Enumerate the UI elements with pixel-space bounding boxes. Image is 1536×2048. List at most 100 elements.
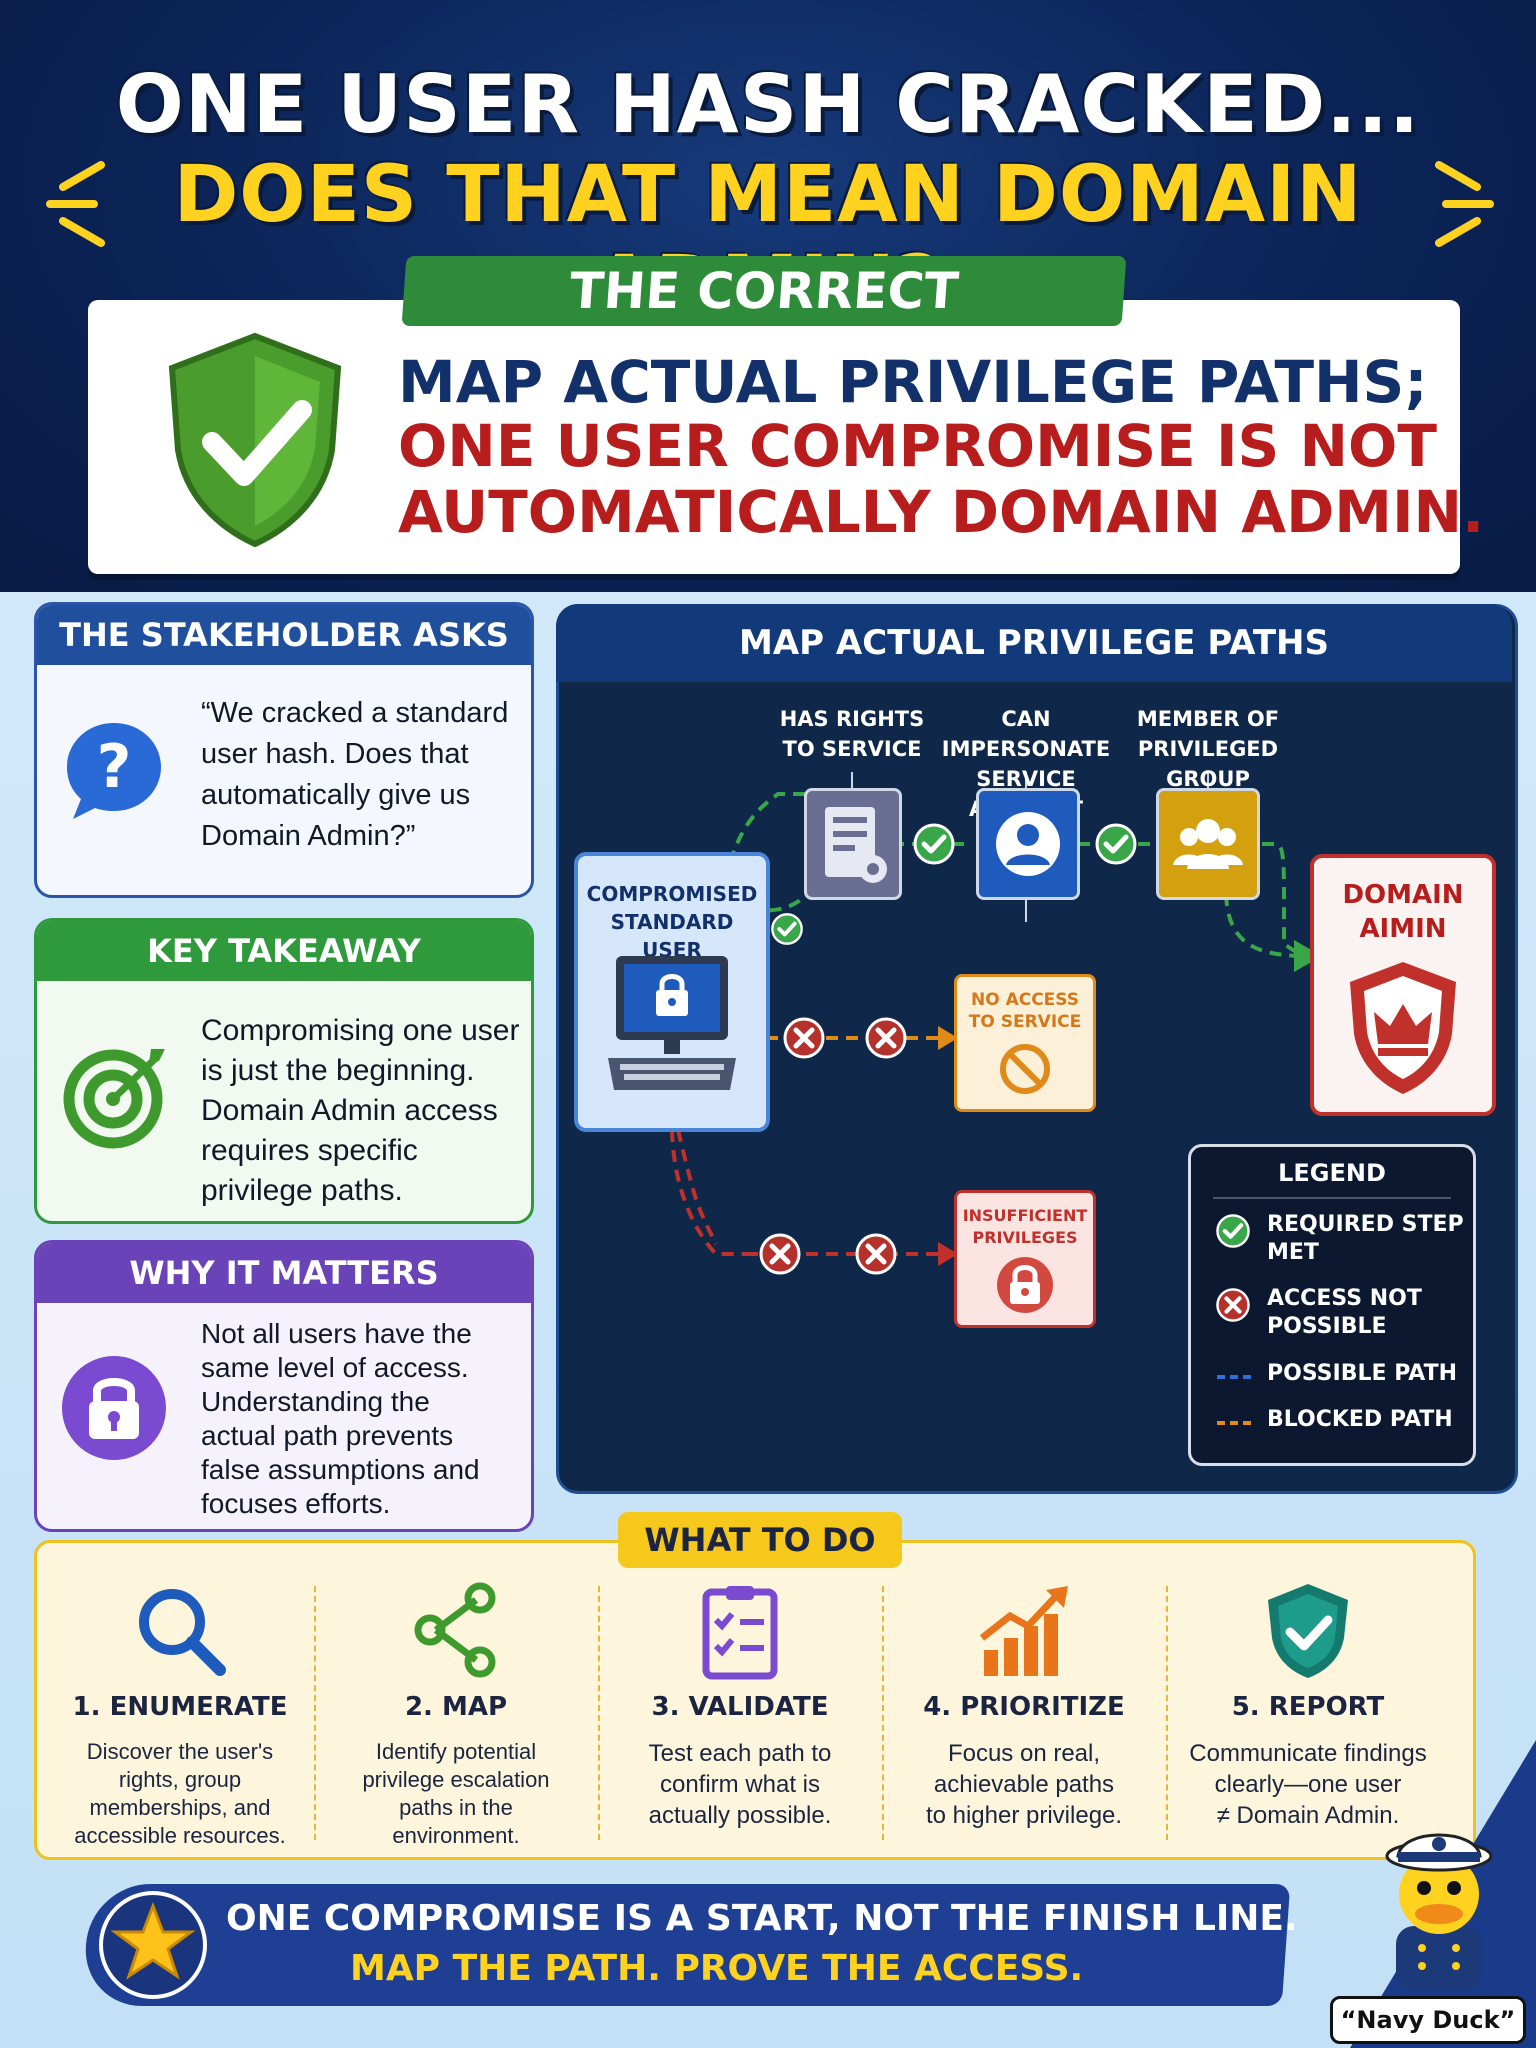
step-desc-line: paths in the	[399, 1795, 513, 1820]
legend-possible-line	[1217, 1375, 1251, 1379]
stakeholder-quote: “We cracked a standard user hash. Does t…	[201, 693, 508, 857]
x-circle-icon	[759, 1233, 801, 1275]
step-desc-line: environment.	[392, 1823, 520, 1848]
step-desc-line: Focus on real,	[947, 1740, 1101, 1767]
step-label-line: MEMBER OF	[1136, 707, 1280, 731]
domain-admin-label: DOMAIN AIMIN	[1314, 878, 1492, 946]
shield-check-icon	[168, 332, 342, 548]
headline-line-1: ONE USER HASH CRACKED...	[115, 58, 1421, 151]
step-title: 4. PRIORITIZE	[923, 1692, 1125, 1722]
takeaway-line: privilege paths.	[201, 1174, 403, 1207]
compromised-user-node: COMPROMISED STANDARD USER	[574, 852, 770, 1132]
step-description: Discover the user's rights, group member…	[50, 1738, 310, 1850]
legend-line: ACCESS NOT	[1267, 1286, 1422, 1311]
footer-line-1: ONE COMPROMISE IS A START, NOT THE FINIS…	[226, 1898, 1298, 1939]
step-desc-line: achievable paths	[933, 1771, 1115, 1798]
privileged-group-node	[1156, 788, 1260, 900]
service-account-node	[976, 788, 1080, 900]
step-desc-line: actually possible.	[648, 1802, 832, 1829]
step-desc-line: Identify potential	[375, 1739, 537, 1764]
step-desc-line: rights, group	[118, 1767, 242, 1792]
takeaway-line: Domain Admin access	[201, 1094, 498, 1127]
domain-admin-line: AIMIN	[1359, 914, 1447, 944]
step-divider	[882, 1586, 884, 1840]
why-it-matters-heading: WHY IT MATTERS	[37, 1243, 531, 1303]
legend-check-icon	[1216, 1214, 1250, 1248]
why-line: false assumptions and	[201, 1454, 480, 1485]
step-description: Test each path to confirm what is actual…	[610, 1738, 870, 1831]
step-desc-line: to higher privilege.	[925, 1802, 1123, 1829]
service-node	[804, 788, 902, 900]
legend: LEGEND REQUIRED STEP MET ACCESS NOT POSS…	[1188, 1144, 1476, 1466]
x-circle-icon	[783, 1017, 825, 1059]
why-line: actual path prevents	[201, 1420, 454, 1451]
takeaway-line: Compromising one user	[201, 1014, 520, 1047]
check-circle-icon	[771, 913, 803, 945]
quote-line: user hash. Does that	[201, 738, 469, 770]
step-desc-line: Test each path to	[648, 1740, 832, 1767]
svg-text:?: ?	[97, 732, 132, 802]
step-title: 3. VALIDATE	[651, 1692, 829, 1722]
legend-blocked-label: BLOCKED PATH	[1267, 1407, 1453, 1432]
no-access-label: NO ACCESS TO SERVICE	[957, 989, 1093, 1033]
legend-not-possible-label: ACCESS NOT POSSIBLE	[1267, 1285, 1422, 1341]
magnifier-icon	[139, 1589, 226, 1676]
user-group-icon	[1173, 819, 1243, 869]
step-label-line: TO SERVICE	[782, 737, 922, 761]
legend-line: POSSIBLE	[1267, 1314, 1387, 1339]
check-circle-icon	[913, 823, 955, 865]
mascot-label: “Navy Duck”	[1330, 1996, 1526, 2044]
answer-line-3: AUTOMATICALLY DOMAIN ADMIN.	[398, 478, 1485, 546]
step-enumerate: 1. ENUMERATE Discover the user's rights,…	[40, 1570, 320, 1850]
step-title: 5. REPORT	[1231, 1692, 1385, 1722]
takeaway-line: requires specific	[201, 1134, 418, 1167]
padlock-icon	[62, 1356, 166, 1460]
legend-possible-label: POSSIBLE PATH	[1267, 1361, 1458, 1386]
star-icon	[99, 1891, 207, 1999]
answer-line-2: ONE USER COMPROMISE IS NOT	[398, 412, 1437, 480]
why-line: Not all users have the	[201, 1318, 472, 1349]
step-desc-line: confirm what is	[659, 1771, 821, 1798]
x-circle-icon	[865, 1017, 907, 1059]
step-map: 2. MAP Identify potential privilege esca…	[316, 1570, 596, 1850]
legend-x-icon	[1216, 1288, 1250, 1322]
step-title: 2. MAP	[404, 1692, 508, 1722]
insufficient-label: INSUFFICIENT PRIVILEGES	[957, 1205, 1093, 1249]
insufficient-privileges-node: INSUFFICIENT PRIVILEGES	[954, 1190, 1096, 1328]
why-it-matters-card: WHY IT MATTERS Not all users have the sa…	[34, 1240, 534, 1532]
step-divider	[1166, 1586, 1168, 1840]
footer-line-2: MAP THE PATH. PROVE THE ACCESS.	[350, 1948, 1084, 1989]
no-access-line: NO ACCESS	[970, 990, 1080, 1010]
start-label-line: COMPROMISED	[586, 882, 758, 906]
stakeholder-heading: THE STAKEHOLDER ASKS	[37, 605, 531, 665]
correct-response-label: THE CORRECT RESPONSE:	[401, 256, 1127, 390]
insufficient-line: PRIVILEGES	[972, 1228, 1078, 1247]
red-padlock-icon	[997, 1257, 1053, 1313]
key-takeaway-text: Compromising one user is just the beginn…	[201, 1011, 519, 1211]
step-desc-line: memberships, and	[89, 1795, 271, 1820]
step-label-line: HAS RIGHTS	[779, 707, 925, 731]
legend-line: REQUIRED STEP	[1267, 1212, 1464, 1237]
step-label-rights: HAS RIGHTS TO SERVICE	[752, 704, 952, 764]
answer-line-1: MAP ACTUAL PRIVILEGE PATHS;	[398, 348, 1428, 416]
legend-met-label: REQUIRED STEP MET	[1267, 1211, 1464, 1267]
x-circle-icon	[855, 1233, 897, 1275]
legend-line: MET	[1267, 1240, 1319, 1265]
stakeholder-card: THE STAKEHOLDER ASKS ? “We cracked a sta…	[34, 602, 534, 898]
quote-line: “We cracked a standard	[201, 697, 509, 729]
insufficient-line: INSUFFICIENT	[962, 1206, 1088, 1225]
shield-check-icon	[1268, 1584, 1348, 1678]
step-desc-line: privilege escalation	[362, 1767, 550, 1792]
why-line: Understanding the	[201, 1386, 430, 1417]
step-desc-line: accessible resources.	[74, 1823, 286, 1848]
check-circle-icon	[1095, 823, 1137, 865]
what-to-do-heading: WHAT TO DO	[618, 1512, 902, 1568]
key-takeaway-heading: KEY TAKEAWAY	[37, 921, 531, 981]
step-title: 1. ENUMERATE	[72, 1692, 288, 1722]
checklist-icon	[702, 1586, 778, 1680]
no-access-node: NO ACCESS TO SERVICE	[954, 974, 1096, 1112]
step-description: Identify potential privilege escalation …	[326, 1738, 586, 1850]
step-divider	[314, 1586, 316, 1840]
domain-admin-node: DOMAIN AIMIN	[1310, 854, 1496, 1116]
legend-blocked-line	[1217, 1421, 1251, 1425]
